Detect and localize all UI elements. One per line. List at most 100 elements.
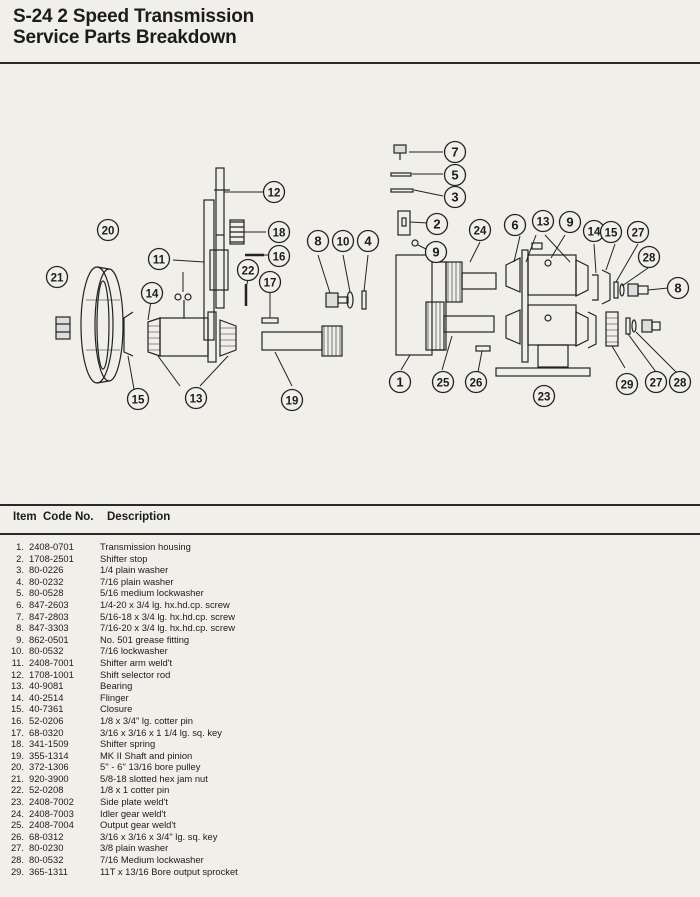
screw-8b-part	[641, 319, 661, 333]
plain-washer-27-part	[613, 281, 619, 299]
item-number: 17.	[10, 726, 24, 738]
description: 7/16 plain washer	[100, 575, 174, 587]
code-number: 80-0528	[29, 587, 64, 599]
item-number: 16.	[10, 714, 24, 726]
description: 1/4-20 x 3/4 lg. hx.hd.cp. screw	[100, 598, 230, 610]
code-number: 2408-0701	[29, 541, 74, 552]
shifter-arm-part	[203, 189, 230, 341]
callout-number: 23	[538, 392, 551, 404]
callout-28: 28	[668, 370, 692, 394]
shift-selector-rod-part	[215, 167, 225, 309]
callout-29: 29	[615, 372, 639, 396]
callout-14: 14	[140, 281, 164, 305]
code-number: 40-9081	[29, 680, 64, 692]
callout-number: 26	[470, 378, 483, 390]
callout-16: 16	[267, 244, 291, 268]
flinger-right-part	[592, 274, 599, 301]
description: 5'' - 6'' 13/16 bore pulley	[100, 761, 201, 773]
description: 7/16 lockwasher	[100, 645, 168, 657]
jam-nut-part	[55, 316, 71, 340]
code-number: 52-0206	[29, 714, 64, 726]
callout-7: 7	[443, 140, 467, 164]
callout-17: 17	[258, 270, 282, 294]
description: Transmission housing	[100, 541, 191, 552]
code-number: 847-2603	[29, 598, 69, 610]
callout-20: 20	[96, 218, 120, 242]
description: Flinger	[100, 691, 129, 703]
side-plate-part	[495, 242, 591, 377]
description: 5/16-18 x 3/4 lg. hx.hd.cp. screw	[100, 610, 235, 622]
title-line-1: S-24 2 Speed Transmission	[13, 6, 255, 27]
description: 11T x 13/16 Bore output sprocket	[100, 865, 238, 877]
item-number: 24.	[10, 807, 24, 819]
plain-washer-4-part	[361, 290, 367, 310]
callout-number: 7	[451, 145, 458, 160]
item-number: 15.	[10, 703, 24, 715]
output-sprocket-part	[605, 311, 619, 347]
screw-8-right-part	[627, 283, 649, 297]
code-number: 862-0501	[29, 633, 69, 645]
callout-number: 19	[286, 396, 299, 408]
callout-number: 29	[621, 380, 634, 392]
code-number: 2408-7004	[29, 819, 74, 831]
description: 5/8-18 slotted hex jam nut	[100, 772, 208, 784]
callout-number: 14	[146, 289, 159, 301]
callout-number: 9	[432, 245, 439, 260]
description: 3/16 x 3/16 x 1 1/4 lg. sq. key	[100, 726, 222, 738]
col-head-code: Code No.	[43, 511, 94, 523]
code-number: 80-0532	[29, 645, 64, 657]
item-number: 1.	[16, 541, 24, 552]
middle-divider	[0, 504, 700, 506]
item-number: 22.	[10, 784, 24, 796]
description: 1/4 plain washer	[100, 564, 169, 576]
title-line-2: Service Parts Breakdown	[13, 27, 237, 48]
callout-18: 18	[267, 220, 291, 244]
callout-number: 12	[268, 188, 281, 200]
code-number: 365-1311	[29, 865, 68, 877]
screw-8-left-part	[325, 292, 349, 308]
callout-number: 27	[632, 228, 645, 240]
item-number: 11.	[11, 656, 24, 668]
description: 7/16-20 x 3/4 lg. hx.hd.cp. screw	[100, 622, 235, 634]
callout-8: 8	[666, 276, 690, 300]
code-number: 355-1314	[29, 749, 69, 761]
sq-key-17-part	[261, 317, 279, 324]
callout-number: 24	[474, 226, 487, 238]
callout-number: 28	[674, 378, 687, 390]
shaft-pinion-part	[261, 325, 343, 357]
item-number: 23.	[10, 796, 24, 808]
description: 3/16 x 3/16 x 3/4" lg. sq. key	[100, 830, 218, 842]
item-number: 28.	[10, 854, 24, 866]
code-number: 1708-2501	[29, 552, 74, 564]
callout-9: 9	[424, 240, 448, 264]
col-head-desc: Description	[107, 511, 171, 523]
description: Bearing	[100, 680, 133, 692]
description: MK II Shaft and pinion	[100, 749, 193, 761]
callout-23: 23	[532, 384, 556, 408]
callout-number: 15	[132, 395, 145, 407]
callout-8: 8	[306, 229, 330, 253]
callout-number: 17	[264, 278, 277, 290]
callout-number: 3	[451, 190, 458, 205]
callout-number: 20	[102, 226, 115, 238]
callout-14: 14	[582, 219, 606, 243]
callout-number: 28	[643, 253, 656, 265]
callout-number: 27	[650, 378, 663, 390]
col-head-item: Item	[13, 511, 37, 523]
code-number: 372-1306	[29, 761, 69, 773]
description: 1/8 x 3/4" lg. cotter pin	[100, 714, 193, 726]
callout-25: 25	[431, 370, 455, 394]
callout-6: 6	[503, 213, 527, 237]
code-number: 847-2803	[29, 610, 69, 622]
code-number: 68-0320	[29, 726, 64, 738]
code-number: 2408-7003	[29, 807, 74, 819]
callout-number: 4	[364, 234, 372, 249]
code-number: 2408-7001	[29, 656, 74, 668]
callout-9: 9	[558, 210, 582, 234]
item-number: 27.	[10, 842, 24, 854]
callout-15: 15	[599, 220, 623, 244]
callout-number: 11	[153, 255, 166, 267]
description: Shifter arm weld't	[100, 656, 173, 668]
lockwasher-28-part	[619, 283, 625, 297]
callout-number: 16	[273, 252, 286, 264]
